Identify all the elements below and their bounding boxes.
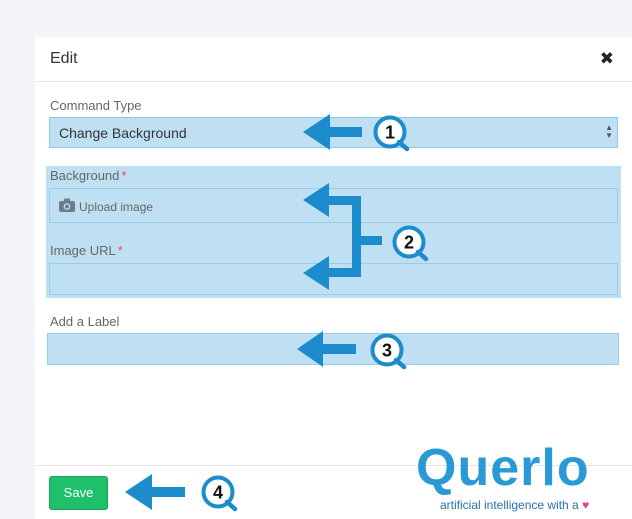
required-mark: *: [117, 243, 123, 258]
badge-1-number: 1: [385, 123, 395, 143]
upload-image-button[interactable]: Upload image: [49, 188, 618, 223]
footer-divider: [35, 465, 632, 466]
badge-2: 2: [391, 224, 429, 262]
command-type-label: Command Type: [50, 98, 142, 113]
modal-title: Edit: [50, 50, 78, 67]
camera-icon: [59, 198, 75, 212]
badge-1-icon: 1: [373, 115, 410, 152]
brand-name: Querlo: [416, 439, 590, 497]
close-icon[interactable]: ✖: [599, 49, 614, 68]
image-url-label: Image URL*: [50, 243, 123, 258]
command-type-value: Change Background: [59, 125, 187, 141]
background-label: Background*: [50, 168, 126, 183]
background-label-text: Background: [50, 168, 120, 183]
badge-2-number: 2: [404, 233, 414, 253]
arrow-2-icon: [303, 183, 382, 290]
badge-4-icon: 4: [201, 475, 238, 512]
image-url-label-text: Image URL: [50, 243, 116, 258]
select-arrows-icon: ▲▼: [605, 123, 613, 140]
add-label-label: Add a Label: [50, 314, 120, 329]
image-url-input[interactable]: [49, 263, 618, 295]
badge-3-icon: 3: [370, 333, 407, 370]
required-mark: *: [121, 168, 127, 183]
save-button[interactable]: Save: [49, 476, 108, 510]
badge-3-number: 3: [382, 341, 392, 361]
brand-tagline: artificial intelligence with a ♥: [440, 498, 632, 512]
arrow-1-icon: [303, 114, 362, 150]
heart-icon: ♥: [582, 498, 590, 512]
badge-2-icon: 2: [392, 225, 429, 262]
badge-1: 1: [372, 114, 410, 152]
badge-4-number: 4: [213, 483, 223, 503]
arrow-3-icon: [297, 331, 356, 367]
brand-tagline-text: artificial intelligence with a: [440, 498, 579, 512]
badge-4: 4: [200, 474, 238, 512]
upload-image-text: Upload image: [79, 200, 154, 214]
modal-header: Edit ✖: [35, 37, 632, 82]
arrow-4-icon: [125, 474, 185, 510]
badge-3: 3: [369, 332, 407, 370]
